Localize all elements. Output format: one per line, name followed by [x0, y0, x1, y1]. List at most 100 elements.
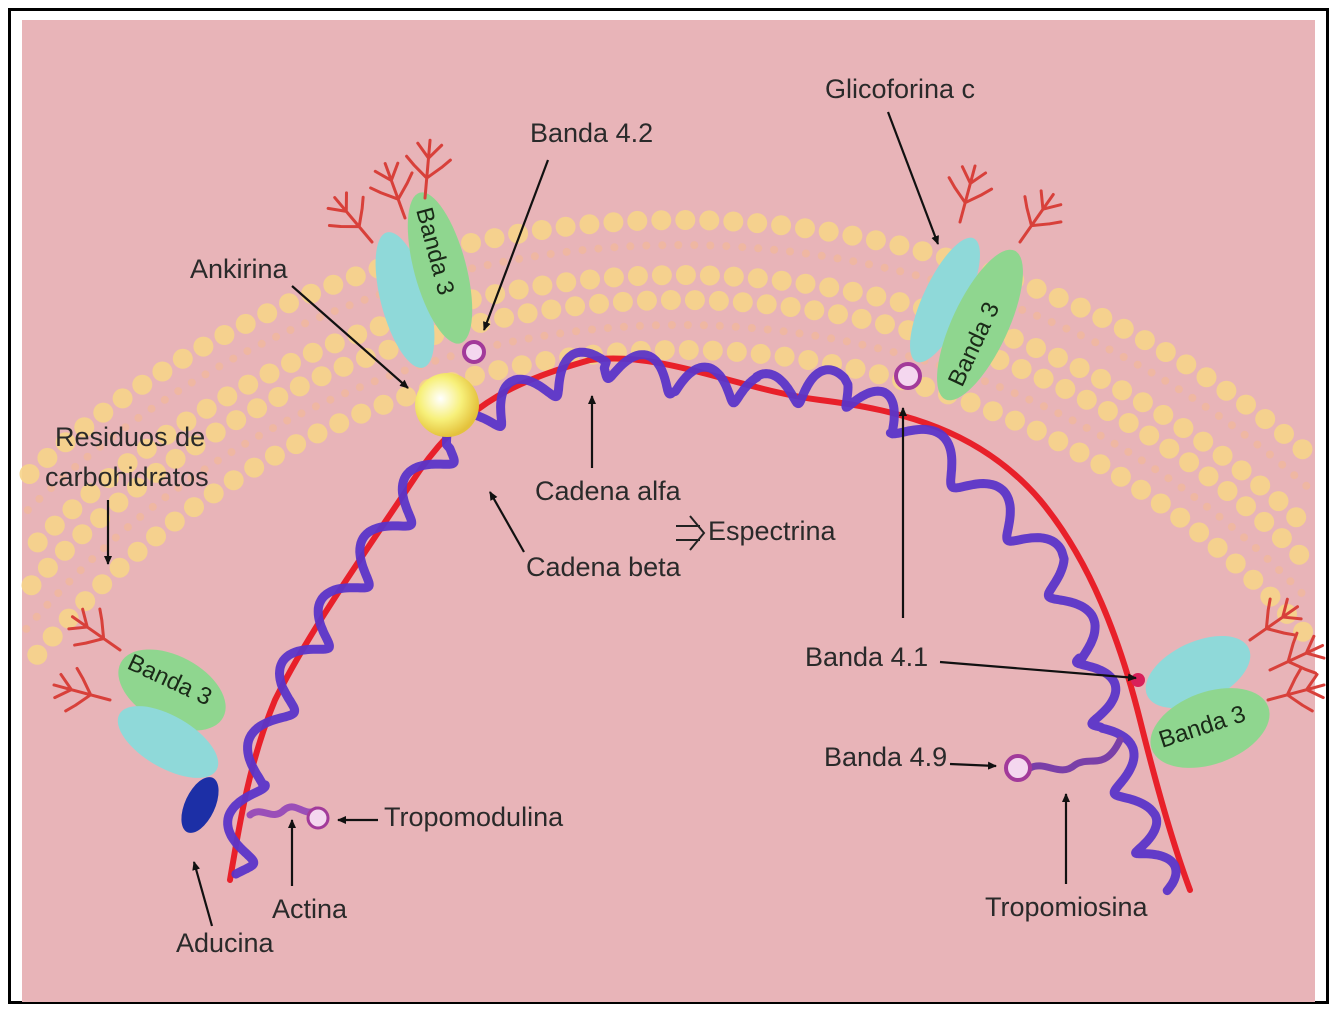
lipid-head — [540, 332, 548, 340]
lipid-head — [757, 294, 777, 314]
lipid-head — [798, 350, 818, 370]
label-tropomodulina: Tropomodulina — [384, 802, 564, 832]
lipid-head — [748, 324, 756, 332]
lipid-head — [1098, 401, 1118, 421]
lipid-head — [286, 434, 306, 454]
lipid-head — [148, 405, 156, 413]
lipid-head — [1005, 411, 1025, 431]
lipid-head — [690, 241, 698, 249]
lipid-head — [1033, 312, 1041, 320]
lipid-head — [303, 343, 323, 363]
lipid-head — [329, 413, 349, 433]
lipid-head — [1131, 480, 1151, 500]
lipid-head — [733, 292, 753, 312]
lipid-head — [325, 333, 345, 353]
lipid-head — [1240, 533, 1248, 541]
lipid-head — [206, 423, 226, 443]
lipid-head — [1232, 460, 1252, 480]
lipid-head — [1255, 409, 1275, 429]
lipid-head — [1040, 402, 1048, 410]
lipid-head — [1161, 377, 1169, 385]
lipid-head — [722, 242, 730, 250]
lipid-head — [331, 307, 339, 315]
lipid-head — [642, 242, 650, 250]
lipid-head — [43, 601, 51, 609]
lipid-head — [588, 326, 596, 334]
lipid-head — [723, 212, 743, 232]
lipid-head — [684, 321, 692, 329]
lipid-head — [1159, 439, 1179, 459]
lipid-head — [461, 233, 481, 253]
lipid-head — [1197, 367, 1217, 387]
lipid-head — [852, 309, 872, 329]
lipid-head — [55, 541, 75, 561]
lipid-head — [202, 370, 210, 378]
lipid-head — [1293, 439, 1313, 459]
lipid-head — [258, 340, 266, 348]
lipid-head — [27, 645, 47, 665]
lipid-head — [1139, 426, 1159, 446]
lipid-head — [1253, 441, 1261, 449]
lipid-head — [913, 241, 933, 261]
label-cadena-beta: Cadena beta — [526, 552, 682, 582]
lipid-head — [488, 360, 508, 380]
lipid-head — [613, 292, 633, 312]
lipid-head — [257, 303, 277, 323]
lipid-head — [301, 284, 321, 304]
lipid-head — [819, 222, 839, 242]
lipid-head — [215, 362, 223, 370]
lipid-head — [308, 423, 328, 443]
lipid-head — [1153, 405, 1173, 425]
lipid-head — [1254, 512, 1274, 532]
lipid-head — [556, 272, 576, 292]
lipid-head — [846, 359, 866, 379]
lipid-head — [818, 252, 826, 260]
label-cadena-alfa: Cadena alfa — [535, 476, 682, 506]
lipid-head — [709, 291, 729, 311]
lipid-head — [1070, 443, 1090, 463]
lipid-head — [236, 314, 256, 334]
lipid-head — [287, 326, 295, 334]
lipid-head — [1190, 493, 1198, 501]
lipid-head — [532, 220, 552, 240]
lipid-head — [493, 341, 501, 349]
lipid-head — [1199, 466, 1219, 486]
lipid-head — [1286, 507, 1306, 527]
lipid-head — [1203, 503, 1211, 511]
lipid-head — [603, 212, 623, 232]
lipid-head — [637, 291, 657, 311]
lipid-head — [260, 364, 280, 384]
lipid-head — [35, 495, 43, 503]
lipid-head — [1278, 461, 1286, 469]
lipid-head — [241, 440, 249, 448]
lipid-head — [247, 398, 267, 418]
lipid-head — [174, 387, 182, 395]
lipid-head — [184, 497, 204, 517]
lipid-head — [827, 334, 835, 342]
lipid-head — [371, 377, 379, 385]
lipid-head — [173, 349, 193, 369]
lipid-head — [124, 523, 132, 531]
lipid-head — [214, 457, 222, 465]
lipid-head — [579, 214, 599, 234]
lipid-head — [65, 578, 73, 586]
lipid-head — [675, 210, 695, 230]
lipid-head — [626, 242, 634, 250]
lipid-head — [804, 300, 824, 320]
lipid-head — [866, 287, 886, 307]
lipid-head — [1138, 456, 1146, 464]
lipid-head — [1092, 308, 1112, 328]
lipid-head — [72, 524, 92, 544]
lipid-head — [346, 301, 354, 309]
lipid-head — [1026, 338, 1046, 358]
lipid-head — [535, 351, 555, 371]
lipid-head — [1213, 446, 1233, 466]
lipid-head — [283, 417, 291, 425]
lipid-head — [108, 493, 128, 513]
lipid-head — [1274, 424, 1294, 444]
lipid-head — [100, 544, 108, 552]
lipid-head — [679, 340, 699, 360]
lipid-head — [229, 355, 237, 363]
band-4-2-protein — [464, 342, 484, 362]
